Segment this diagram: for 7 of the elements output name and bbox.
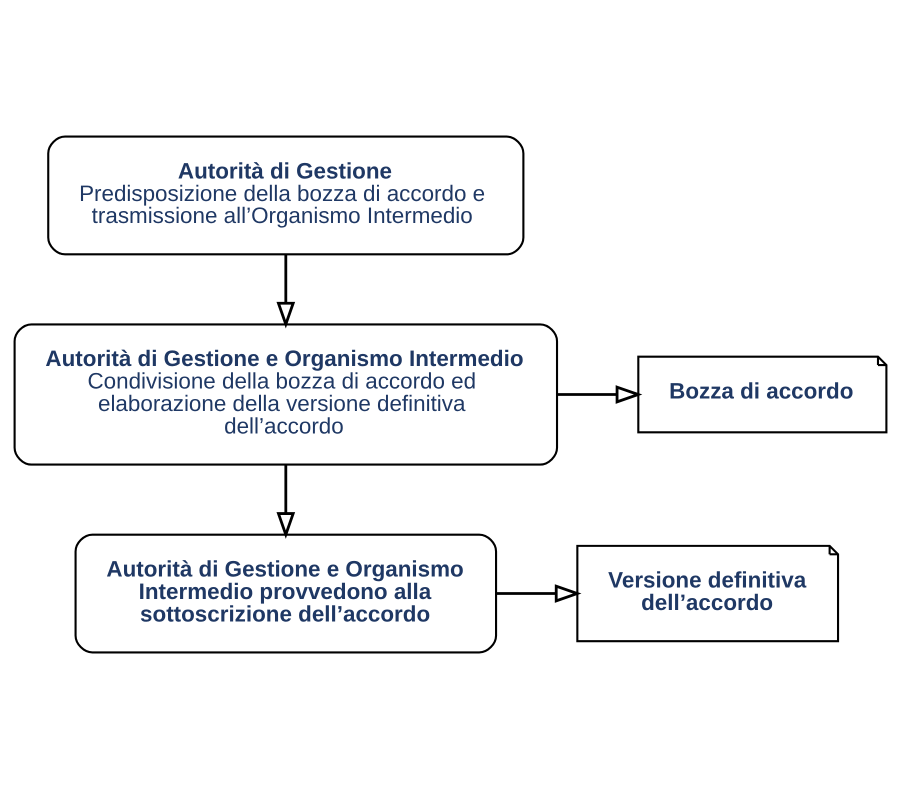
arrow: [276, 465, 295, 539]
node-box: Autorità di Gestione Predisposizione della bozza di accordo e trasmissione all’Organismo Intermedio: [46, 136, 524, 256]
node-box: Autorità di Gestione e Organismo Intermedio Condivisione della bozza di accordo ed elaborazione della versione definitiva dell’accordo: [13, 323, 558, 466]
arrow: [276, 254, 295, 329]
arrow: [496, 584, 581, 603]
arrow: [556, 385, 642, 404]
node-box: Autorità di Gestione e Organismo Intermedio provvedono alla sottoscrizione dell’accordo: [74, 534, 497, 654]
